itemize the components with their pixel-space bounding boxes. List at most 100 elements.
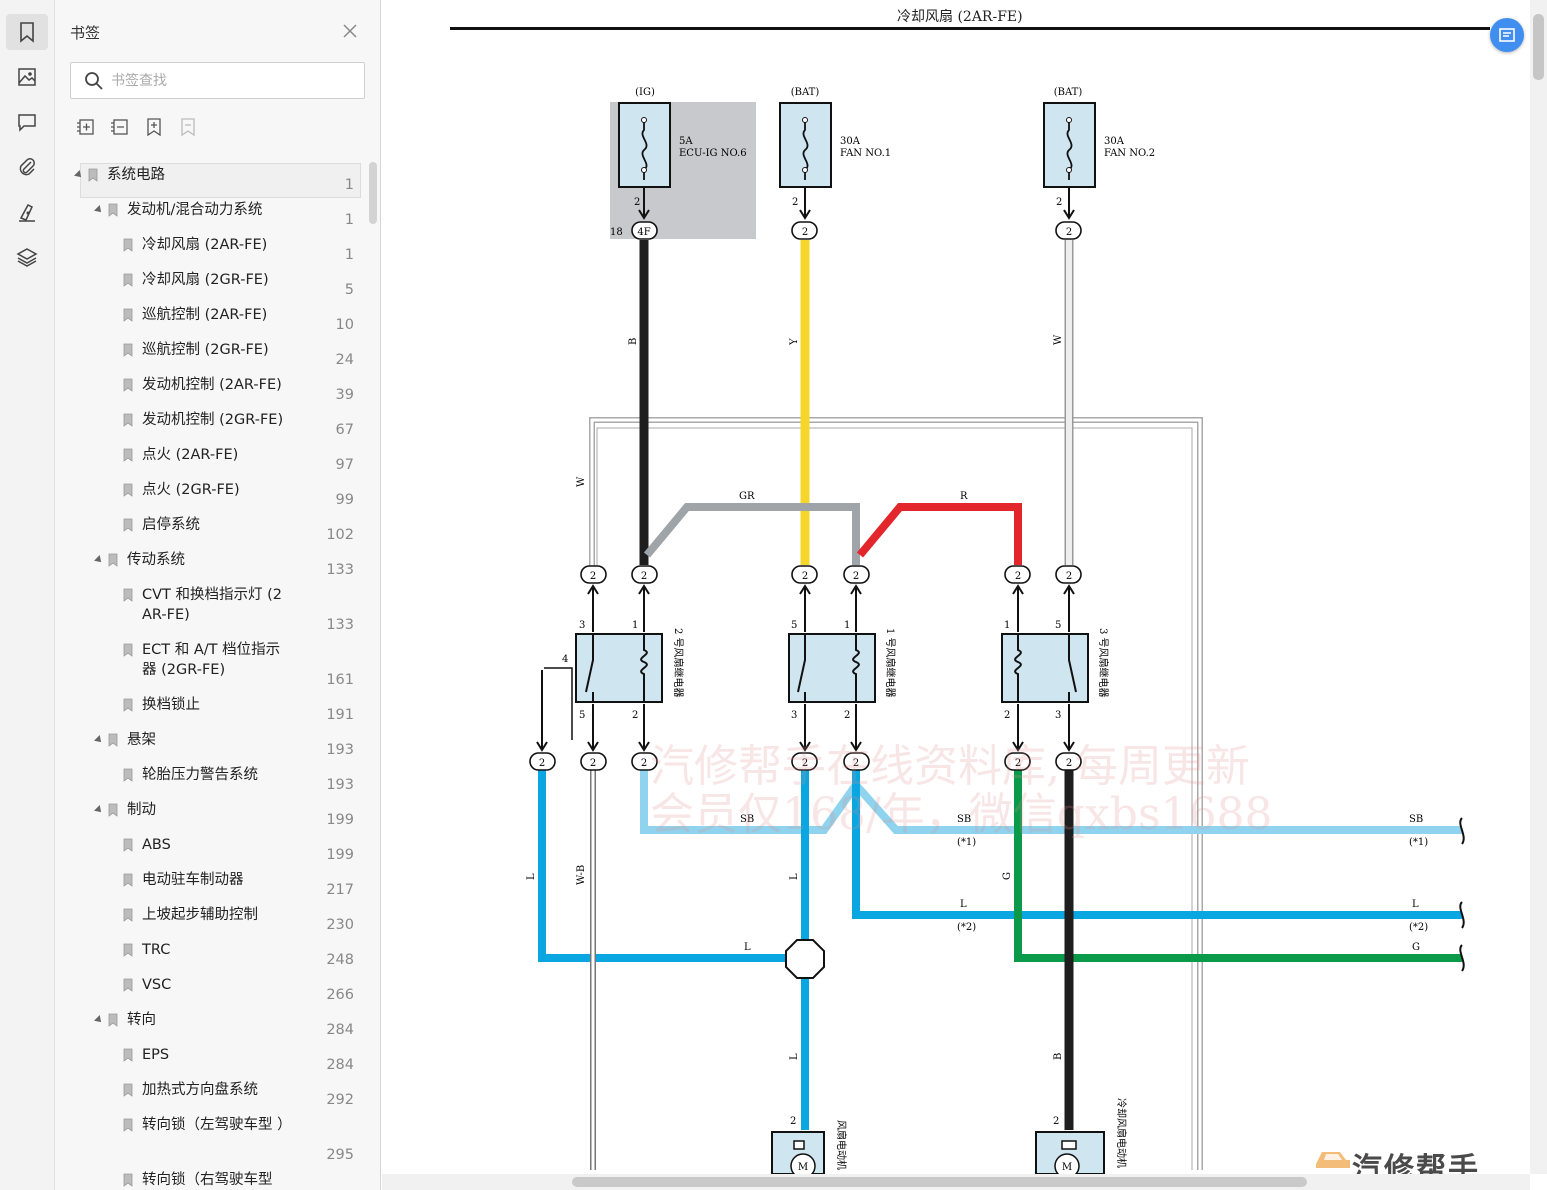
image-icon[interactable] (6, 59, 48, 95)
bookmark-page-number: 5 (344, 282, 354, 298)
car-logo-icon (1316, 1152, 1350, 1168)
bookmark-icon (123, 838, 133, 852)
bookmark-icon (88, 168, 98, 182)
remove-bookmark-icon[interactable] (177, 116, 199, 138)
bookmark-label: 巡航控制 (2GR-FE) (142, 342, 269, 358)
splice-junction (785, 939, 825, 979)
bookmark-icon (108, 733, 118, 747)
svg-text:1: 1 (844, 620, 850, 631)
bookmark-page-number: 102 (326, 527, 354, 543)
fuse-source-bat-1: (BAT) (791, 87, 820, 98)
diagram-title: 冷却风扇 (2AR-FE) (897, 9, 1023, 25)
fuse-fan-no2: 30A FAN NO.2 (1043, 102, 1155, 188)
bookmark-label: 转向锁（左驾驶车型 ） (142, 1117, 292, 1133)
svg-text:2: 2 (1015, 571, 1021, 582)
title-rule (450, 27, 1490, 30)
vertical-scrollbar[interactable] (1530, 0, 1547, 1174)
svg-text:2: 2 (802, 758, 808, 769)
expand-caret-icon[interactable] (94, 735, 104, 745)
svg-text:风扇电动机: 风扇电动机 (835, 1120, 848, 1170)
layers-icon[interactable] (6, 239, 48, 275)
attachment-icon[interactable] (6, 149, 48, 185)
svg-text:2: 2 (853, 758, 859, 769)
svg-text:2: 2 (641, 571, 647, 582)
bookmark-page-number: 99 (335, 492, 354, 508)
svg-text:G: G (1002, 872, 1013, 880)
connector-row-upper-labels: 2 2 2 2 2 2 (590, 571, 1072, 582)
expand-caret-icon[interactable] (94, 555, 104, 565)
bookmark-label: 发动机控制 (2GR-FE) (142, 412, 284, 428)
collapse-all-icon[interactable] (109, 116, 131, 138)
svg-text:(*2): (*2) (1409, 922, 1428, 933)
bookmark-page-number: 97 (335, 457, 354, 473)
svg-text:2 号风扇继电器: 2 号风扇继电器 (672, 628, 685, 698)
expand-all-icon[interactable] (75, 116, 97, 138)
fuse-source-bat-2: (BAT) (1054, 87, 1083, 98)
svg-text:2: 2 (802, 571, 808, 582)
bookmark-icon (123, 448, 133, 462)
svg-text:2: 2 (844, 710, 850, 721)
bookmark-icon (123, 238, 133, 252)
bookmark-page-number: 1 (344, 247, 354, 263)
vertical-scrollbar-thumb[interactable] (1533, 14, 1544, 80)
panel-scrollbar-thumb[interactable] (369, 162, 377, 224)
close-icon[interactable] (340, 21, 360, 41)
svg-text:3: 3 (1055, 710, 1061, 721)
expand-caret-icon[interactable] (94, 1015, 104, 1025)
svg-text:2: 2 (790, 1116, 796, 1127)
svg-text:5A: 5A (679, 136, 693, 147)
bookmark-icon (123, 1118, 133, 1132)
relay-no1 (788, 633, 876, 703)
svg-text:FAN NO.1: FAN NO.1 (840, 148, 891, 159)
bookmark-search-box[interactable] (70, 62, 365, 99)
bookmark-page-number: 217 (326, 882, 354, 898)
bookmark-label: 传动系统 (127, 552, 185, 568)
bookmark-page-number: 284 (326, 1022, 354, 1038)
svg-text:30A: 30A (840, 136, 861, 147)
document-viewer[interactable]: 冷却风扇 (2AR-FE) (IG) (BAT) (BAT) 5A ECU-IG… (382, 0, 1547, 1190)
svg-text:3 号风扇继电器: 3 号风扇继电器 (1097, 628, 1110, 698)
bookmark-page-number: 199 (326, 812, 354, 828)
bookmark-page-number: 230 (326, 917, 354, 933)
svg-text:2: 2 (802, 227, 808, 238)
svg-text:1: 1 (632, 620, 638, 631)
bookmark-label: 转向锁（右驾驶车型 (142, 1172, 273, 1188)
floating-action-button[interactable] (1490, 18, 1524, 52)
svg-text:B: B (628, 338, 639, 345)
svg-text:2: 2 (632, 710, 638, 721)
bookmark-page-number: 24 (335, 352, 354, 368)
fuse-fan-no1: 30A FAN NO.1 (779, 102, 891, 188)
bookmark-label: 点火 (2GR-FE) (142, 482, 240, 498)
signature-icon[interactable] (6, 194, 48, 230)
expand-caret-icon[interactable] (94, 205, 104, 215)
bookmark-label: CVT 和换档指示灯 (2 AR-FE) (142, 587, 283, 623)
bookmark-label: 电动驻车制动器 (142, 872, 244, 888)
bookmark-icon (123, 588, 133, 602)
svg-text:2: 2 (792, 197, 798, 208)
bookmark-label: 巡航控制 (2AR-FE) (142, 307, 268, 323)
bookmark-icon (123, 978, 133, 992)
svg-text:2: 2 (539, 758, 545, 769)
bookmark-icon[interactable] (6, 14, 48, 50)
add-bookmark-icon[interactable] (143, 116, 165, 138)
svg-text:Y: Y (789, 338, 800, 346)
bookmark-icon (123, 768, 133, 782)
svg-text:R: R (960, 491, 968, 502)
bookmark-icon (123, 483, 133, 497)
svg-text:ECU-IG NO.6: ECU-IG NO.6 (679, 148, 747, 159)
relay-no3 (1001, 633, 1089, 703)
svg-text:冷却风扇电动机: 冷却风扇电动机 (1115, 1098, 1128, 1168)
comment-icon[interactable] (6, 104, 48, 140)
watermark-line-2: 会员仅168/年，微信qxbs1688 (650, 789, 1273, 840)
svg-text:2: 2 (1066, 571, 1072, 582)
expand-caret-icon[interactable] (94, 805, 104, 815)
bookmark-search-input[interactable] (111, 71, 351, 91)
bookmark-label: 发动机控制 (2AR-FE) (142, 377, 282, 393)
horizontal-scrollbar-thumb[interactable] (572, 1177, 1307, 1187)
svg-text:L: L (744, 942, 751, 953)
bookmark-label: 发动机/混合动力系统 (127, 202, 263, 218)
bookmark-page-number: 67 (335, 422, 354, 438)
bookmark-label: 点火 (2AR-FE) (142, 447, 239, 463)
bookmark-icon (108, 803, 118, 817)
